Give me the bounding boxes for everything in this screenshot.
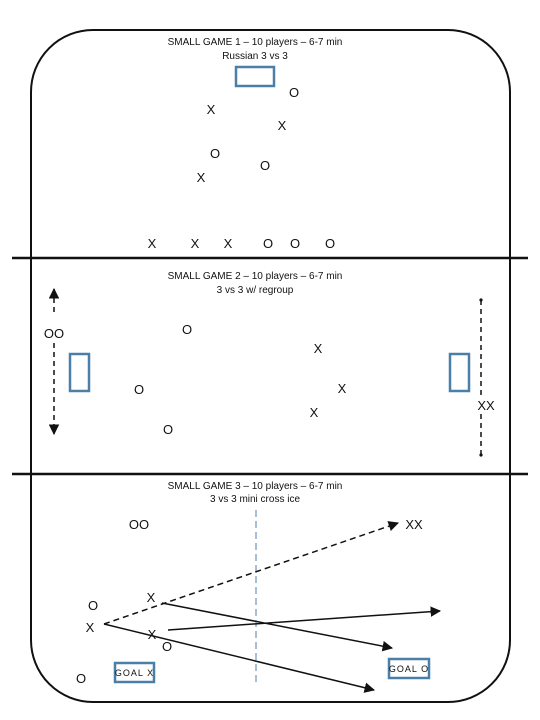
game3-bench-oo: OO	[129, 517, 149, 532]
game1-bench-o: O	[290, 236, 300, 251]
game3-bench-xx: XX	[405, 517, 423, 532]
game3-skate-arrow	[103, 623, 376, 693]
game1-subtitle: Russian 3 vs 3	[222, 51, 288, 62]
game1-bench-x: X	[224, 236, 233, 251]
game2-subtitle: 3 vs 3 w/ regroup	[217, 285, 294, 296]
game2-player-o: O	[134, 382, 144, 397]
game1-bench-o: O	[263, 236, 273, 251]
game3-goal-o	[387, 657, 431, 680]
game2-line-endpoint	[479, 453, 483, 457]
game1-player-o: O	[260, 158, 270, 173]
game3-dashed-pass-arrow	[103, 521, 399, 625]
game3-skate-arrow	[167, 606, 442, 631]
game2-player-o: O	[163, 422, 173, 437]
game1-player-x: X	[278, 118, 287, 133]
game1-bench-o: O	[325, 236, 335, 251]
game2-player-x: X	[310, 405, 319, 420]
game1-bench-x: X	[148, 236, 157, 251]
game1-bench-x: X	[191, 236, 200, 251]
game1-title: SMALL GAME 1 – 10 players – 6-7 min	[168, 37, 343, 48]
game3-goal-x	[113, 661, 156, 684]
game2-line-endpoint	[479, 298, 483, 302]
game2-bench-xx: XX	[477, 398, 495, 413]
game2-goal-left	[68, 352, 91, 393]
rink-boards	[30, 29, 511, 703]
game2-player-o: O	[182, 322, 192, 337]
game1-goal	[234, 65, 276, 88]
game2-title: SMALL GAME 2 – 10 players – 6-7 min	[168, 271, 343, 282]
game3-player-x: X	[147, 590, 156, 605]
game3-goal-o-label: GOAL O	[389, 664, 429, 674]
game3-player-x: X	[148, 627, 157, 642]
game2-bench-oo: OO	[44, 326, 64, 341]
game3-goal-x-label: GOAL X	[115, 668, 154, 678]
game3-player-o: O	[88, 598, 98, 613]
game2-goal-right	[448, 352, 471, 393]
game3-player-o: O	[76, 671, 86, 686]
game1-player-o: O	[289, 85, 299, 100]
game3-title: SMALL GAME 3 – 10 players – 6-7 min	[168, 481, 343, 492]
game1-player-x: X	[197, 170, 206, 185]
game3-player-o: O	[162, 639, 172, 654]
game2-player-x: X	[338, 381, 347, 396]
game2-player-x: X	[314, 341, 323, 356]
game3-subtitle: 3 vs 3 mini cross ice	[210, 494, 300, 505]
game3-player-x: X	[86, 620, 95, 635]
game1-player-o: O	[210, 146, 220, 161]
game1-player-x: X	[207, 102, 216, 117]
game3-skate-arrow	[161, 602, 394, 652]
